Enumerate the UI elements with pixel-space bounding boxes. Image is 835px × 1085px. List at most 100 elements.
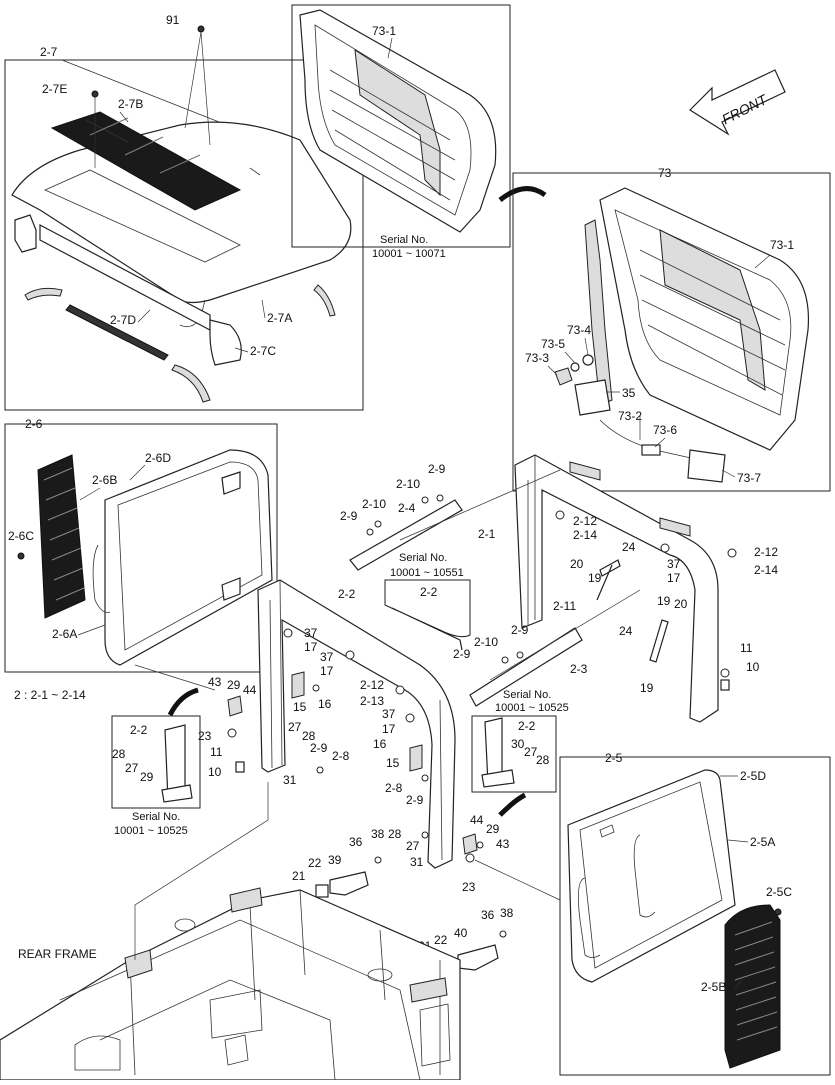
label-44-b: 44 <box>470 813 484 827</box>
label-35: 35 <box>622 386 636 400</box>
label-24-b: 24 <box>619 624 633 638</box>
label-2-7: 2-7 <box>40 45 58 59</box>
label-range: 2 : 2-1 ~ 2-14 <box>14 688 86 702</box>
label-73-5: 73-5 <box>541 337 565 351</box>
label-2-10-b: 2-10 <box>362 497 386 511</box>
label-37-c: 37 <box>320 650 334 664</box>
label-2-2-a: 2-2 <box>338 587 356 601</box>
rear-frame-base <box>0 887 461 1081</box>
grille-2-7B <box>50 111 242 211</box>
box-serial-4 <box>111 715 201 809</box>
label-2-11: 2-11 <box>553 599 576 613</box>
label-24-a: 24 <box>622 540 636 554</box>
label-17-d: 17 <box>382 722 396 736</box>
bracket-44-b <box>462 833 478 855</box>
label-2-7A: 2-7A <box>267 311 292 325</box>
label-2-5: 2-5 <box>605 751 623 765</box>
label-28-d: 28 <box>388 827 402 841</box>
label-2-10-c: 2-10 <box>474 635 498 649</box>
label-10-a: 10 <box>746 660 760 674</box>
end-cap-left <box>14 214 37 253</box>
leaders-2-7 <box>119 111 266 353</box>
switch-35 <box>574 379 611 416</box>
label-2-12-c: 2-12 <box>360 678 384 692</box>
label-2-8-b: 2-8 <box>385 781 403 795</box>
label-23-b: 23 <box>462 880 476 894</box>
serial-2-title: Serial No. <box>399 552 447 564</box>
label-27-a: 27 <box>288 720 302 734</box>
foot-detail-b <box>481 769 515 788</box>
label-36-b: 36 <box>481 908 495 922</box>
label-2-1: 2-1 <box>478 527 496 541</box>
knob-73-4 <box>582 354 594 366</box>
label-91: 91 <box>166 13 180 27</box>
leader-91 <box>184 31 211 146</box>
label-2-2-d: 2-2 <box>518 719 536 733</box>
label-2-2-b: 2-2 <box>420 585 438 599</box>
arrow-detail-b <box>498 792 527 817</box>
washer-73-5 <box>570 362 580 372</box>
label-73-3: 73-3 <box>525 351 549 365</box>
grille-2-6B <box>37 454 86 619</box>
label-27-c: 27 <box>524 745 538 759</box>
label-15-b: 15 <box>386 756 400 770</box>
label-37-d: 37 <box>382 707 396 721</box>
label-2-14-a: 2-14 <box>573 528 597 542</box>
label-37-b: 37 <box>304 626 318 640</box>
label-2-6A: 2-6A <box>52 627 77 641</box>
serial-2-range: 10001 ~ 10551 <box>390 567 464 579</box>
label-2-4: 2-4 <box>398 501 416 515</box>
label-11-a: 11 <box>740 641 753 655</box>
leader-2-5-frame <box>474 859 561 901</box>
label-44-a: 44 <box>243 683 257 697</box>
trim-front <box>313 284 336 317</box>
label-38-b: 38 <box>500 906 514 920</box>
label-29-c: 29 <box>486 822 500 836</box>
arrow-serial-4 <box>167 687 199 717</box>
bolt-91 <box>197 25 205 33</box>
beam-2-4 <box>349 499 463 571</box>
rear-frame-2-1 <box>514 454 719 723</box>
label-2-8-a: 2-8 <box>332 749 350 763</box>
label-2-7D: 2-7D <box>110 313 136 327</box>
beam-guides <box>399 469 641 681</box>
label-2-6B: 2-6B <box>92 473 117 487</box>
label-27-b: 27 <box>125 761 139 775</box>
bracket-15-a <box>291 671 305 699</box>
label-36-a: 36 <box>349 835 363 849</box>
label-73-6: 73-6 <box>653 423 677 437</box>
label-2-5B: 2-5B <box>701 980 726 994</box>
serial-3-title: Serial No. <box>503 689 551 701</box>
label-43-b: 43 <box>496 837 510 851</box>
bracket-15-b <box>409 744 423 772</box>
label-22-b: 22 <box>434 933 448 947</box>
leader-73-1-b <box>754 254 771 269</box>
label-2-3: 2-3 <box>570 662 588 676</box>
label-19-a: 19 <box>588 571 602 585</box>
leaders-2-6 <box>77 464 146 636</box>
hood-cover-2-7A <box>11 121 352 328</box>
label-2-9-a: 2-9 <box>428 462 446 476</box>
foot-detail-a <box>161 784 193 803</box>
block-21-a <box>315 884 329 898</box>
label-2-14-b: 2-14 <box>754 563 778 577</box>
label-2-9-f: 2-9 <box>406 793 424 807</box>
label-2-7C: 2-7C <box>250 344 276 358</box>
label-29-a: 29 <box>227 678 241 692</box>
leaders-2-5 <box>720 775 749 989</box>
serial-3-range: 10001 ~ 10525 <box>495 702 569 714</box>
label-37-a: 37 <box>667 557 681 571</box>
label-73-1-a: 73-1 <box>372 24 396 38</box>
label-2-9-b: 2-9 <box>340 509 358 523</box>
label-15-a: 15 <box>293 700 307 714</box>
label-2-7B: 2-7B <box>118 97 143 111</box>
label-28-a: 28 <box>302 729 316 743</box>
trim-left <box>24 287 63 301</box>
seat-back-73-1-small <box>299 9 497 233</box>
label-19-c: 19 <box>640 681 654 695</box>
label-23-a: 23 <box>198 729 212 743</box>
label-73-1-b: 73-1 <box>770 238 794 252</box>
gas-spring-24-b <box>649 619 669 663</box>
bolt-2-5C <box>774 908 782 916</box>
label-16-b: 16 <box>373 737 387 751</box>
